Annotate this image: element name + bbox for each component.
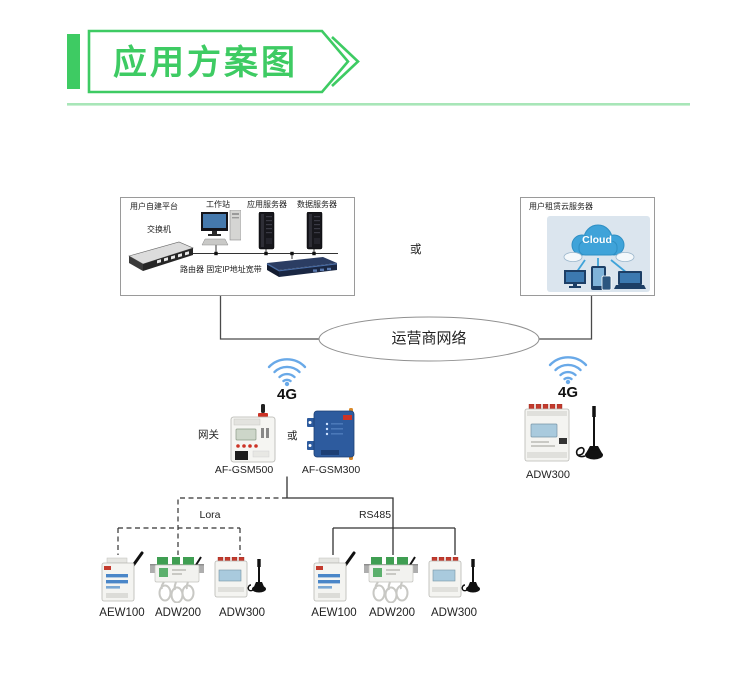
operator-network-ellipse	[318, 316, 540, 362]
switch-label: 交换机	[147, 225, 171, 234]
adw300-gateway-image	[523, 404, 571, 468]
af-gsm300-label: AF-GSM300	[301, 464, 361, 476]
adw300-right-label: ADW300	[430, 607, 478, 619]
header-banner-graphic	[67, 29, 690, 106]
adw300-right-image	[427, 557, 483, 601]
adw300-left-label: ADW300	[218, 607, 266, 619]
platform-to-network-link	[219, 296, 319, 340]
rs485-bus-label: RS485	[358, 509, 392, 521]
or-label-top: 或	[410, 244, 422, 256]
rs485-bus-lines	[287, 497, 456, 555]
af-gsm500-image	[225, 404, 281, 464]
aew100-right-image	[312, 551, 360, 605]
cloud-to-network-link	[539, 296, 593, 340]
wifi-4g-left-icon	[266, 353, 308, 387]
wifi-4g-right-icon	[547, 351, 589, 385]
cloud-word-label: Cloud	[582, 234, 612, 246]
gateway-antenna-image	[570, 404, 612, 468]
header-underline	[67, 103, 690, 106]
app-server-label: 应用服务器	[247, 200, 287, 209]
header-pennant	[87, 29, 350, 94]
adw300-left-image	[213, 557, 269, 601]
router-label: 路由器 固定IP地址宽带	[180, 265, 262, 274]
af-gsm300-image	[305, 408, 361, 460]
data-server-image	[306, 212, 324, 251]
or-label-gateway: 或	[287, 430, 298, 442]
fourg-label-left: 4G	[276, 386, 297, 403]
af-gsm500-label: AF-GSM500	[214, 464, 274, 476]
switch-image	[127, 240, 195, 274]
cloud-image	[547, 216, 650, 292]
adw200-right-image	[364, 555, 418, 603]
workstation-image	[201, 210, 241, 248]
gateway-label: 网关	[198, 429, 219, 441]
aew100-left-image	[100, 551, 148, 605]
aew100-right-label: AEW100	[311, 607, 357, 619]
chevron-right-icon	[331, 36, 360, 87]
lora-bus-lines	[117, 497, 287, 555]
adw200-left-label: ADW200	[154, 607, 202, 619]
fourg-label-right: 4G	[557, 384, 578, 401]
cloud-box-title: 用户租赁云服务器	[529, 202, 593, 211]
platform-box-title: 用户自建平台	[130, 202, 178, 211]
adw200-right-label: ADW200	[368, 607, 416, 619]
adw200-left-image	[150, 555, 204, 603]
lan-bus-taps	[214, 251, 316, 256]
data-server-label: 数据服务器	[297, 200, 337, 209]
page-title: 应用方案图	[113, 44, 298, 82]
lora-bus-label: Lora	[199, 509, 221, 521]
workstation-label: 工作站	[206, 200, 230, 209]
app-server-image	[258, 212, 276, 251]
router-image	[261, 257, 339, 285]
adw300-gateway-label: ADW300	[525, 469, 571, 481]
aew100-left-label: AEW100	[99, 607, 145, 619]
header-accent-bar	[67, 34, 80, 89]
operator-network-label: 运营商网络	[391, 330, 467, 347]
